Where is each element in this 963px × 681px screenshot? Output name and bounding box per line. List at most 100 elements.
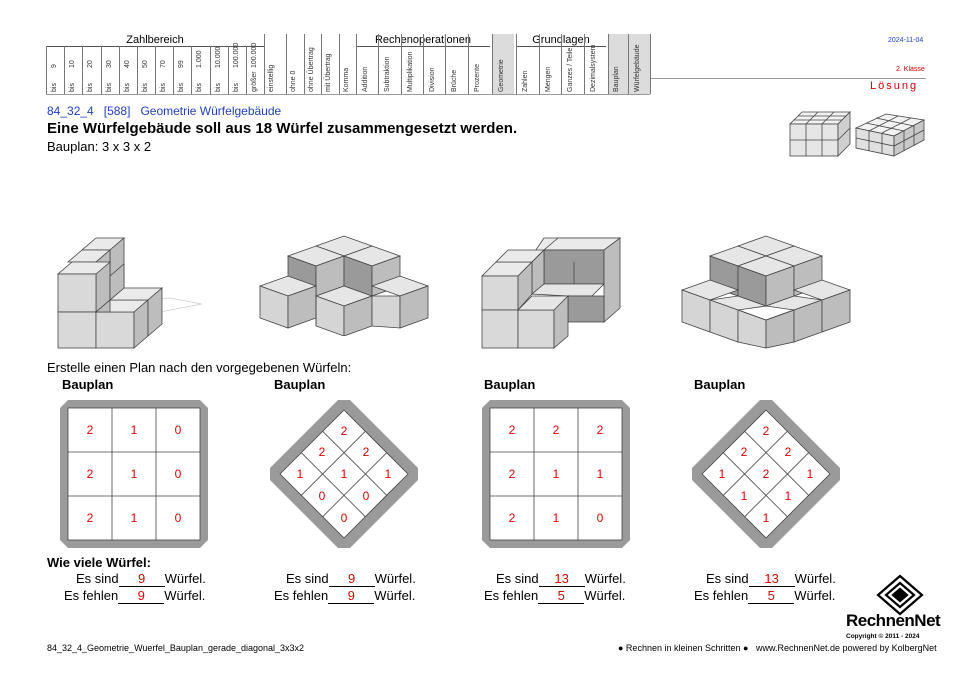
header-col-label: Ganzes / Teile (567, 47, 575, 92)
header-col-bottom: bis (105, 83, 113, 92)
header-col-divider (264, 34, 265, 94)
header-col-divider (608, 34, 609, 94)
answer-fehlen-value[interactable]: 9 (328, 588, 375, 604)
header-col-divider (583, 34, 585, 94)
header-col-bottom: bis (232, 83, 240, 92)
bauplan-shade (608, 34, 628, 94)
plan4-cell: 1 (741, 489, 748, 503)
plan2-cell: 0 (363, 489, 370, 503)
answer-unit: Würfel. (584, 588, 626, 603)
plan-label-4: Bauplan (694, 377, 746, 392)
plan3-cell: 2 (509, 467, 516, 481)
plan3-cell: 2 (509, 511, 516, 525)
plan-grid-1: 2 1 0 2 1 0 2 1 0 (60, 400, 208, 548)
header-col-top: 1.000 (196, 50, 204, 68)
answer-sind-label: Es sind (76, 571, 119, 586)
geometrie-shade (492, 34, 514, 94)
header-col-label: Geometrie (498, 59, 505, 92)
plan3-cell: 2 (509, 423, 516, 437)
header-col-label: Subtraktion (384, 56, 392, 92)
header-col-divider (118, 46, 120, 94)
answer-sind-label: Es sind (706, 571, 749, 586)
plan1-cell: 0 (175, 511, 182, 525)
answer-sind-value[interactable]: 13 (538, 571, 585, 587)
header-col-top: 40 (123, 60, 131, 68)
answer-fehlen-value[interactable]: 9 (118, 588, 165, 604)
header-col-top: 20 (87, 60, 95, 68)
header-col-label: einstellig (268, 64, 275, 92)
instruction-text: Erstelle einen Plan nach den vorgegebene… (47, 360, 352, 375)
answer-fehlen-label: Es fehlen (484, 588, 539, 603)
plan2-cell: 1 (341, 467, 348, 481)
footer-website[interactable]: www.RechnenNet.de powered by KolbergNet (756, 643, 937, 653)
header-col-divider (227, 46, 229, 94)
header-col-bottom: bis (141, 83, 149, 92)
task-topic: Geometrie Würfelgebäude (140, 104, 282, 118)
plan1-cell: 2 (87, 423, 94, 437)
plan3-cell: 1 (553, 511, 560, 525)
header-col-divider (155, 46, 157, 94)
answer-fehlen-value[interactable]: 5 (748, 588, 795, 604)
plan4-cell: 1 (785, 489, 792, 503)
task-title: Eine Würfelgebäude soll aus 18 Würfel zu… (47, 120, 518, 137)
header-col-label: Komma (342, 67, 350, 92)
header-col-label: Mengen (544, 66, 552, 92)
header-col-label: Bauplan (613, 66, 620, 92)
header-col-divider (209, 46, 211, 94)
plan-label-3: Bauplan (484, 377, 536, 392)
header-col-label: Brüche (451, 69, 459, 92)
plan4-cell: 1 (763, 511, 770, 525)
plan-label-1: Bauplan (62, 377, 114, 392)
plan3-cell: 1 (597, 467, 604, 481)
header-col-bottom: bis (214, 83, 222, 92)
plan1-cell: 2 (87, 467, 94, 481)
class-label: 2. Klasse (896, 66, 925, 73)
group-zahlbereich: Zahlbereich (126, 34, 184, 46)
answer-fehlen-value[interactable]: 5 (538, 588, 585, 604)
plan2-cell: 1 (297, 467, 304, 481)
plan-grid-2: 2 2 2 1 1 1 0 0 0 (270, 400, 418, 548)
header-col-divider (400, 34, 402, 94)
answer-sind-value[interactable]: 9 (118, 571, 165, 587)
header-col-label: Division (429, 67, 437, 92)
header-col-divider (64, 46, 66, 94)
answer-sind-label: Es sind (496, 571, 539, 586)
plan2-cell: 2 (319, 445, 326, 459)
answer-fehlen-label: Es fehlen (274, 588, 329, 603)
answer-sind-value[interactable]: 9 (328, 571, 375, 587)
answer-sind-value[interactable]: 13 (748, 571, 795, 587)
plan1-cell: 0 (175, 423, 182, 437)
task-subtitle: 84_32_4 [588] Geometrie Würfelgebäude (47, 104, 281, 118)
header-col-divider (338, 34, 340, 94)
header-col-divider (82, 46, 84, 94)
task-number: [588] (103, 104, 131, 118)
header-col-top: 9 (51, 64, 58, 68)
plan-label-2: Bauplan (274, 377, 326, 392)
header-col-divider (492, 34, 493, 94)
header-col-divider (286, 34, 287, 94)
header-col-bottom: größer (250, 71, 258, 92)
header-col-bottom: bis (178, 83, 186, 92)
plan3-cell: 1 (553, 467, 560, 481)
cube-building-4 (680, 235, 852, 349)
header-col-bottom: bis (69, 83, 77, 92)
plan4-cell: 2 (763, 467, 770, 481)
header-col-divider (650, 34, 651, 94)
header-col-divider (628, 34, 629, 94)
plan3-cell: 2 (553, 423, 560, 437)
plan1-cell: 1 (131, 467, 138, 481)
cube-building-1 (56, 237, 203, 349)
header-col-top: 10.000 (214, 46, 222, 68)
header-col-divider (303, 34, 305, 94)
footer-filename: 84_32_4_Geometrie_Wuerfel_Bauplan_gerade… (47, 643, 305, 653)
cube-building-2 (258, 235, 430, 336)
header-col-divider (46, 46, 47, 94)
answer-unit: Würfel. (794, 588, 836, 603)
plan2-cell: 0 (341, 511, 348, 525)
header-col-bottom: bis (123, 83, 131, 92)
header-col-divider (445, 34, 447, 94)
